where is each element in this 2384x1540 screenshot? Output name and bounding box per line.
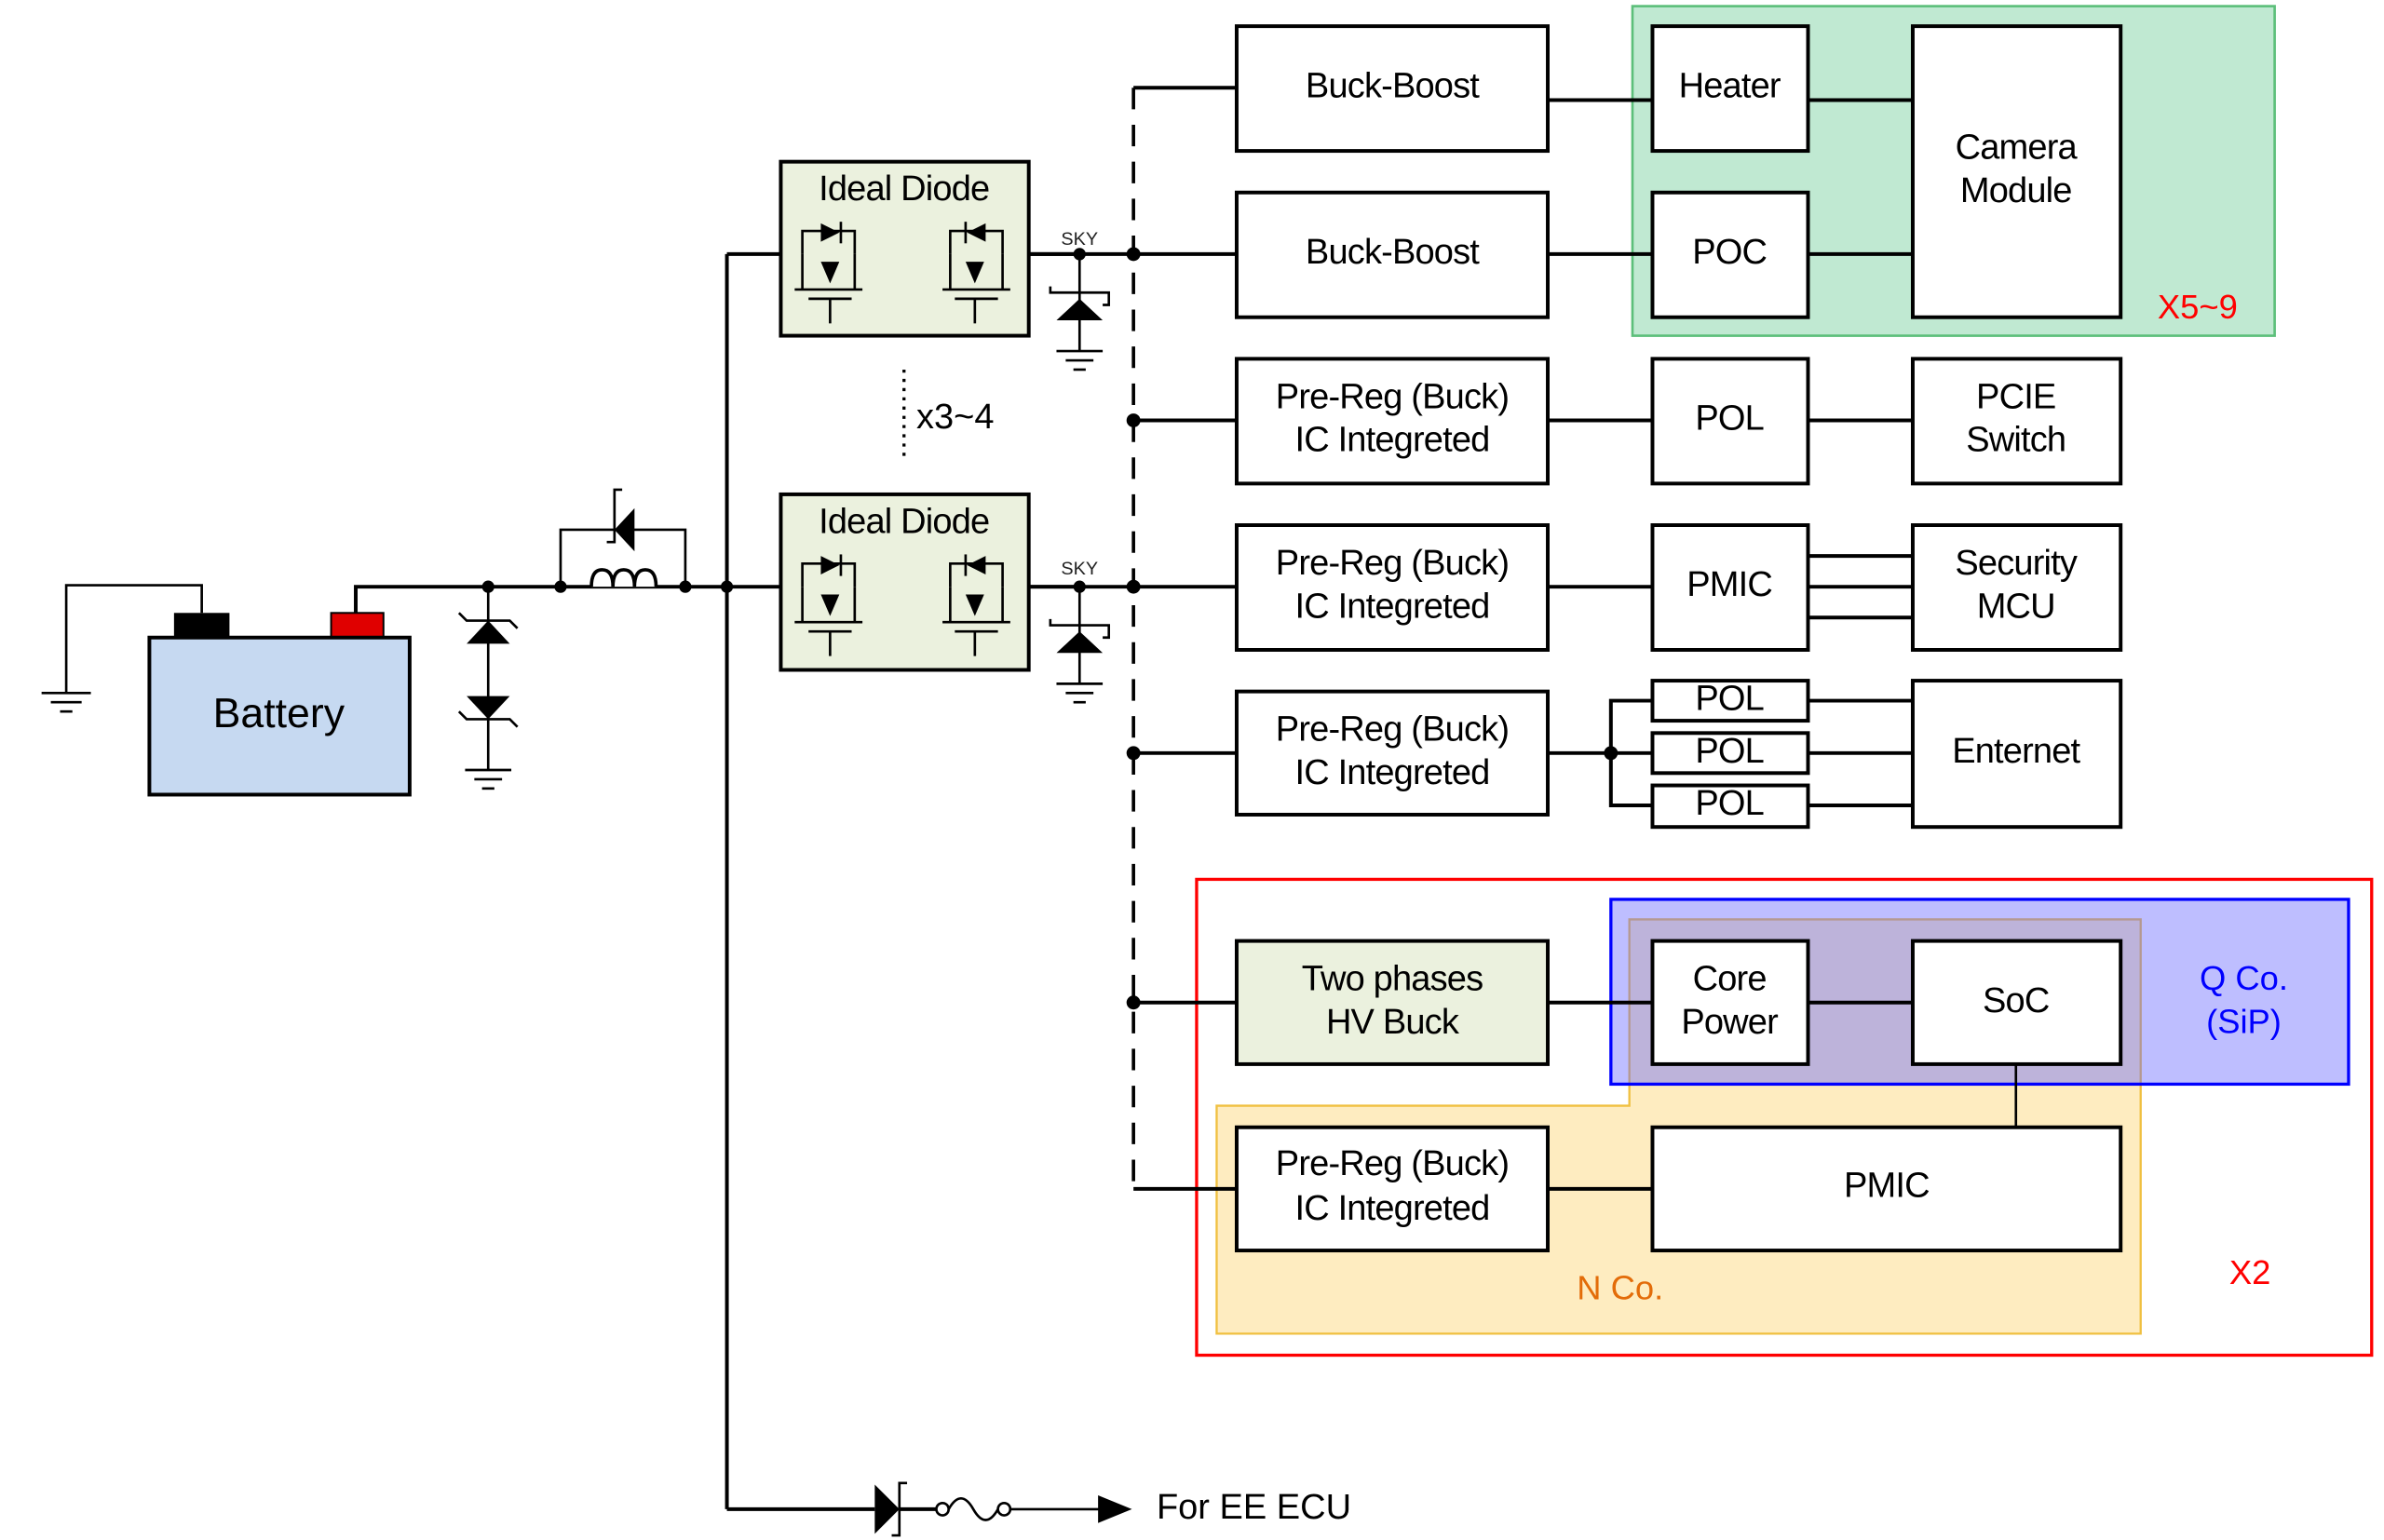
pre-reg-label-line2: IC Integreted	[1294, 587, 1489, 626]
battery-negative-terminal	[173, 613, 230, 638]
security-mcu-label-line2: MCU	[1977, 587, 2055, 626]
pre-reg-label-line1: Pre-Reg (Buck)	[1276, 710, 1509, 750]
pcie-switch-label-line1: PCIE	[1976, 377, 2055, 416]
pre-reg-label-line2: IC Integreted	[1294, 753, 1489, 792]
pmic-label: PMIC	[1686, 565, 1772, 604]
fuse-icon	[935, 1497, 1012, 1521]
battery-label: Battery	[213, 691, 345, 736]
tvs-diode-pair-icon	[457, 580, 519, 790]
pol-label: POL	[1695, 732, 1764, 771]
camera-group-repeat-label: X5~9	[2158, 288, 2238, 326]
camera-module-block	[1910, 24, 2123, 319]
tvs-diode-icon: SKY	[1049, 229, 1111, 371]
security-mcu-row: Pre-Reg (Buck) IC Integreted PMIC Securi…	[1234, 523, 2123, 652]
security-mcu-block	[1910, 523, 2123, 652]
heater-block	[1650, 24, 1810, 154]
pcie-row: Pre-Reg (Buck) IC Integreted POL PCIE Sw…	[1234, 357, 2123, 486]
pol-block	[1650, 679, 1810, 723]
camera-module-label-line2: Module	[1960, 171, 2072, 210]
ideal-diode-block-1: Ideal Diode	[779, 159, 1031, 338]
camera-row-1: Buck-Boost Heater	[1234, 24, 1913, 154]
pcie-switch-label-line2: Switch	[1966, 421, 2066, 460]
ideal-diode-block-2: Ideal Diode	[779, 492, 1031, 672]
ethernet-row: Pre-Reg (Buck) IC Integreted POL POL POL…	[1234, 679, 2123, 830]
schottky-diode-icon	[874, 1484, 900, 1534]
ethernet-block	[1910, 679, 2123, 830]
soc-group: Two phases HV Buck Core Power SoC Q Co. …	[1234, 939, 2288, 1307]
ethernet-label: Enternet	[1952, 732, 2080, 771]
battery	[147, 635, 412, 797]
q-co-label-line2: (SiP)	[2206, 1003, 2282, 1041]
inductor-with-reverse-diode-icon	[554, 488, 692, 593]
tvs-diode-icon: SKY	[1049, 559, 1111, 704]
buck-boost-block	[1234, 190, 1550, 319]
battery-positive-terminal	[330, 612, 385, 639]
pre-reg-label-line2: IC Integreted	[1294, 421, 1489, 460]
pre-reg-label-line1: Pre-Reg (Buck)	[1276, 1144, 1509, 1183]
tvs-label: SKY	[1061, 229, 1098, 250]
pre-reg-label-line1: Pre-Reg (Buck)	[1276, 377, 1509, 416]
soc-block	[1910, 939, 2123, 1066]
tvs-label: SKY	[1061, 559, 1098, 579]
camera-row-2: Buck-Boost POC	[1234, 190, 1913, 319]
hv-buck-label-line1: Two phases	[1302, 960, 1483, 999]
core-power-block	[1650, 939, 1810, 1066]
heater-label: Heater	[1679, 66, 1781, 105]
poc-block	[1650, 190, 1810, 319]
camera-module-label-line1: Camera	[1956, 128, 2079, 167]
arrow-right-icon	[1098, 1495, 1132, 1523]
mosfet-icon	[942, 222, 1010, 324]
n-co-label: N Co.	[1577, 1269, 1663, 1307]
pmic-block	[1650, 523, 1810, 652]
soc-group-repeat-label: X2	[2229, 1253, 2270, 1291]
ee-ecu-label: For EE ECU	[1157, 1488, 1351, 1527]
buck-boost-label: Buck-Boost	[1306, 233, 1480, 272]
soc-label: SoC	[1983, 981, 2049, 1020]
pol-label: POL	[1695, 680, 1764, 719]
q-co-label-line1: Q Co.	[2200, 959, 2288, 997]
pre-reg-block	[1234, 1125, 1550, 1253]
mosfet-icon	[942, 554, 1010, 656]
ideal-diode-label: Ideal Diode	[819, 502, 989, 541]
pol-label: POL	[1695, 784, 1764, 823]
poc-label: POC	[1692, 233, 1767, 272]
hv-buck-block	[1234, 939, 1550, 1066]
mosfet-icon	[794, 222, 863, 324]
security-mcu-label-line1: Security	[1955, 544, 2078, 583]
ideal-diode-label: Ideal Diode	[819, 169, 989, 209]
core-power-label-line2: Power	[1681, 1003, 1779, 1042]
pol-label: POL	[1695, 399, 1764, 439]
pmic-label: PMIC	[1844, 1166, 1930, 1205]
hv-buck-label-line2: HV Buck	[1326, 1003, 1460, 1042]
pol-block	[1650, 357, 1810, 486]
buck-boost-label: Buck-Boost	[1306, 66, 1480, 105]
pre-reg-label-line1: Pre-Reg (Buck)	[1276, 544, 1509, 583]
buck-boost-block	[1234, 24, 1550, 154]
mosfet-icon	[794, 554, 863, 656]
battery-ground	[41, 584, 203, 713]
pre-reg-block	[1234, 523, 1550, 652]
core-power-label-line1: Core	[1693, 960, 1767, 999]
pmic-block	[1650, 1125, 2123, 1253]
pre-reg-label-line2: IC Integreted	[1294, 1189, 1489, 1228]
soc-group-region	[1195, 877, 2374, 1358]
pcie-switch-block	[1910, 357, 2123, 486]
ideal-diode-repeat-label: x3~4	[916, 398, 994, 437]
ee-ecu-output: For EE ECU	[726, 1481, 1351, 1537]
